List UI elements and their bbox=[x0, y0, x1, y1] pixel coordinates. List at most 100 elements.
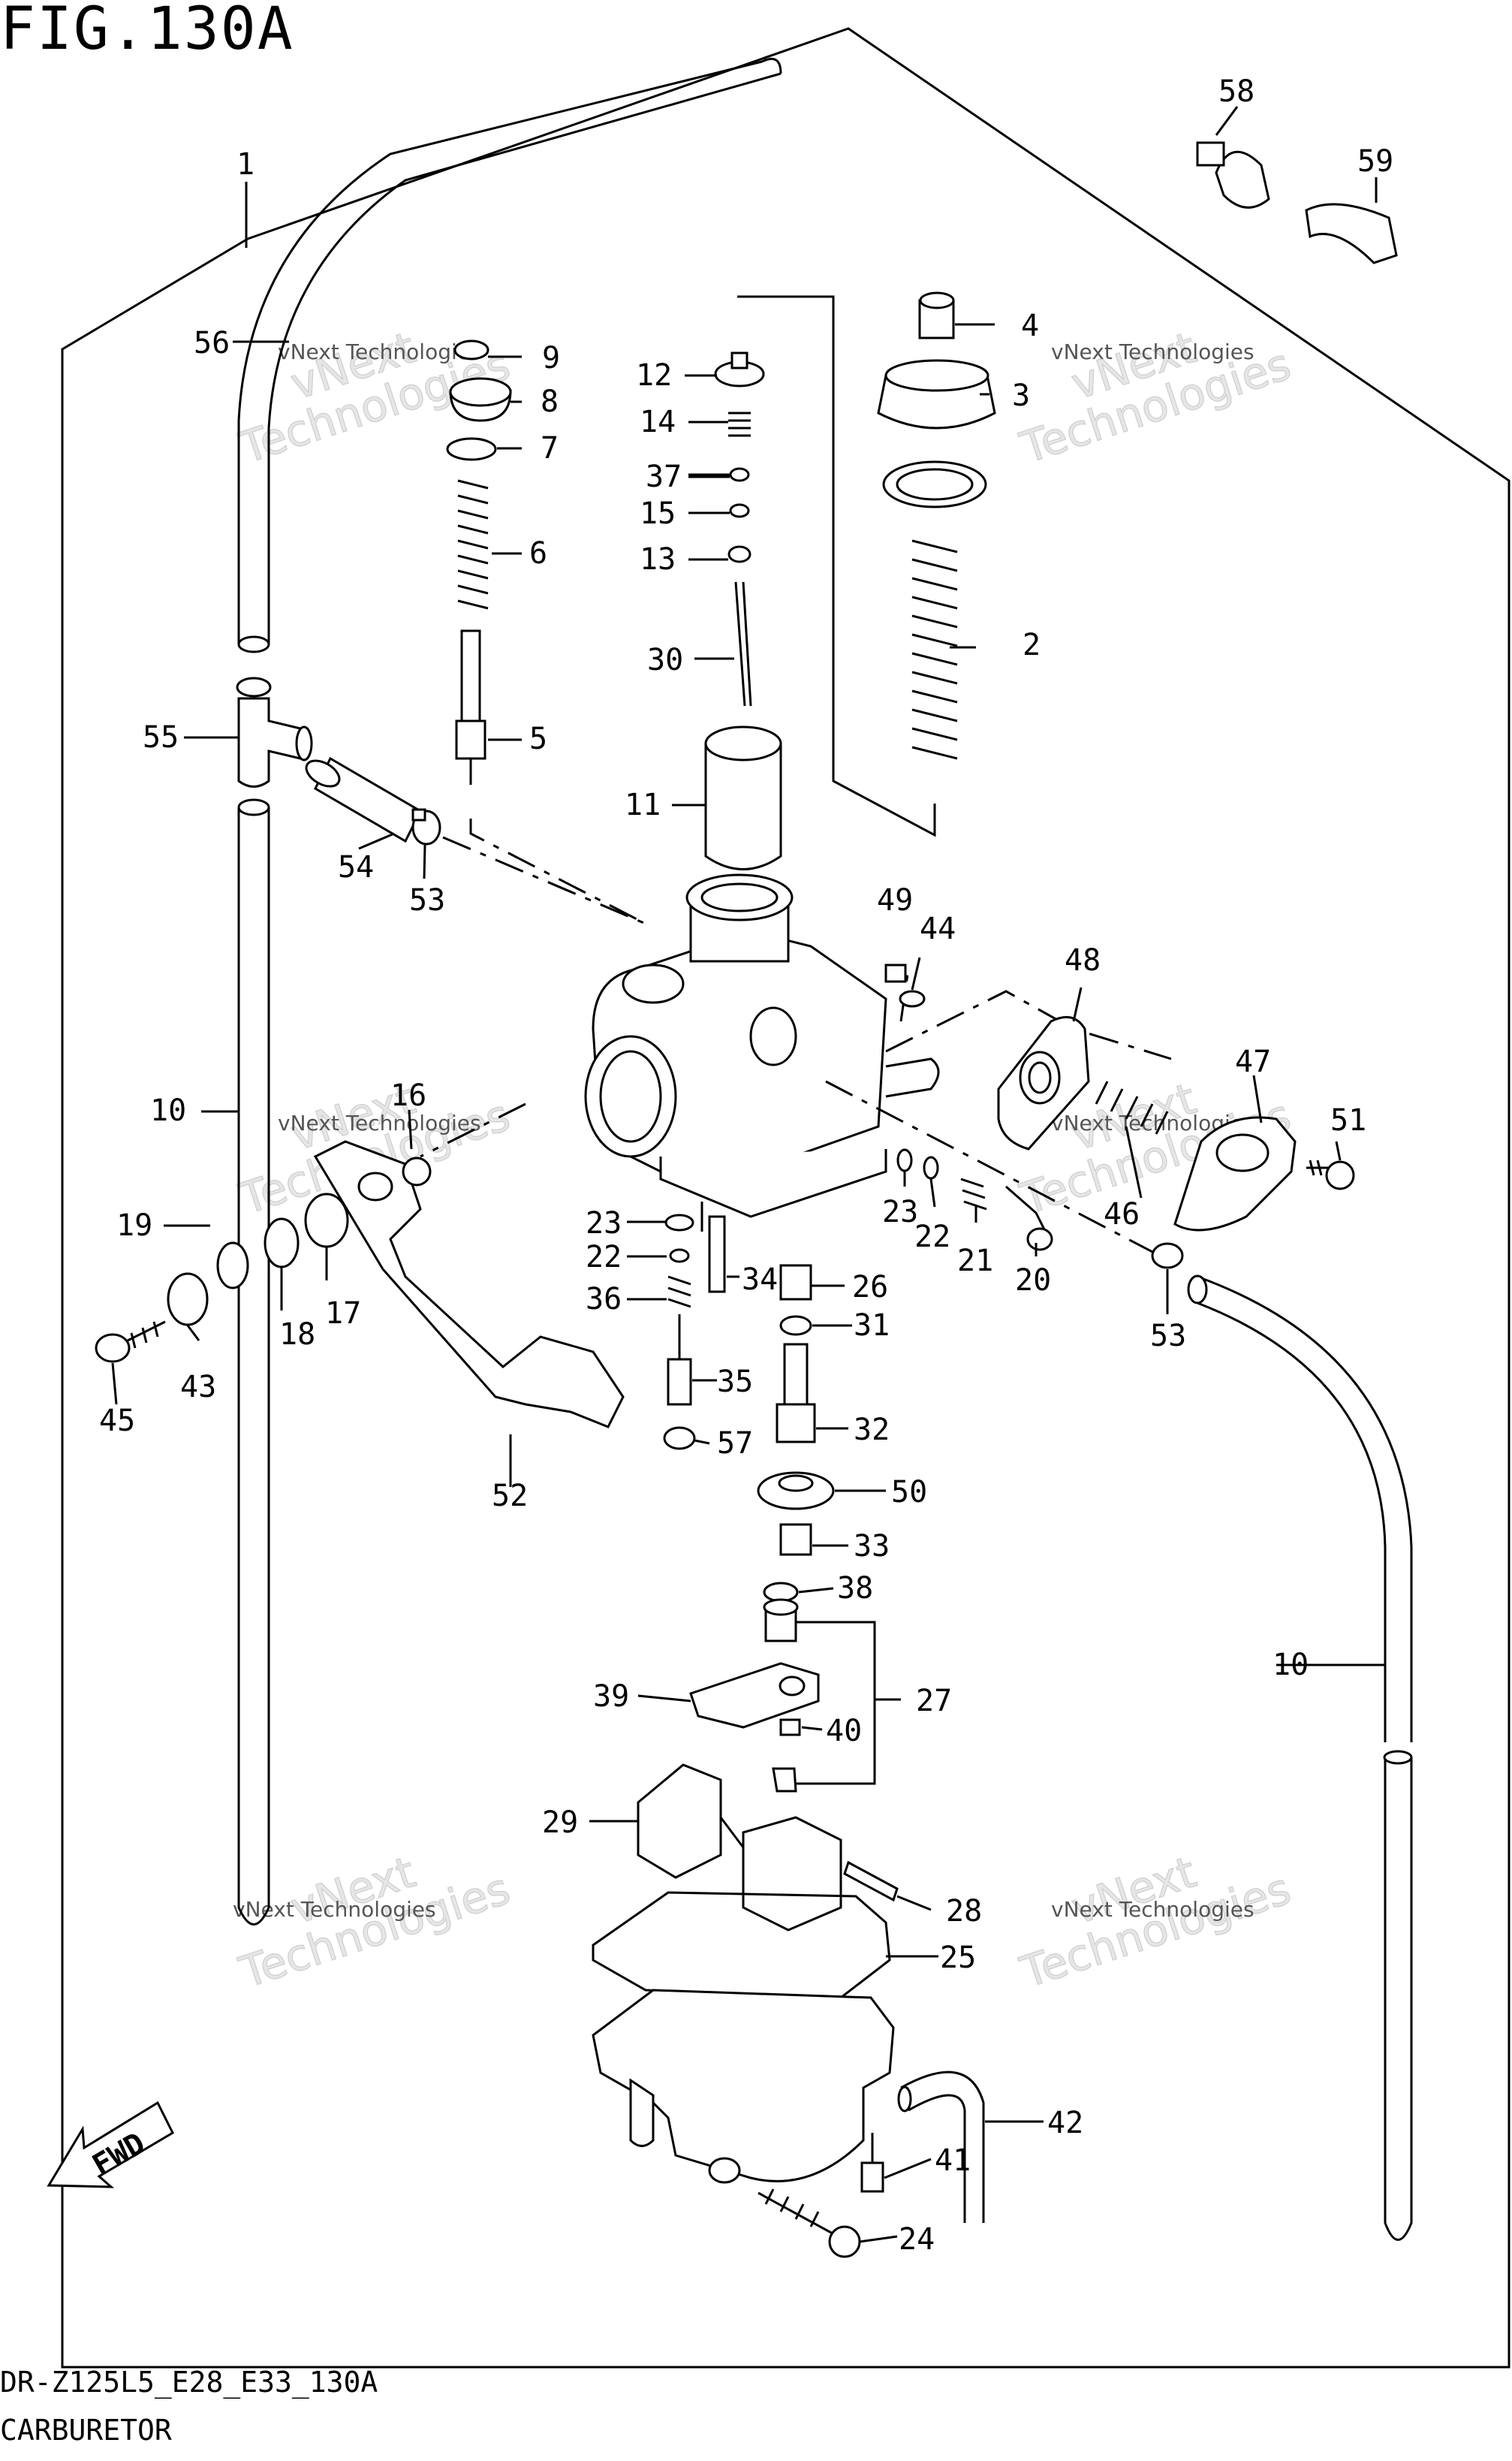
callout-label: 22 bbox=[586, 1240, 622, 1274]
callout-label: 7 bbox=[541, 431, 559, 466]
callout-label: 27 bbox=[916, 1684, 952, 1718]
callout-label: 11 bbox=[625, 788, 661, 822]
callout-label: 53 bbox=[409, 883, 445, 918]
callout-label: 48 bbox=[1065, 943, 1101, 978]
callout-label: 16 bbox=[390, 1078, 426, 1113]
callout-label: 2 bbox=[1023, 628, 1041, 662]
callout-label: 53 bbox=[1150, 1319, 1186, 1353]
callout-label: 36 bbox=[586, 1282, 622, 1316]
cover-47 bbox=[1173, 1116, 1297, 1232]
jet-assembly bbox=[663, 1214, 835, 1603]
callout-label: 12 bbox=[636, 358, 672, 393]
callout-label: 32 bbox=[854, 1413, 890, 1447]
callout-label: 58 bbox=[1218, 74, 1254, 109]
callout-label: 41 bbox=[935, 2143, 971, 2178]
carburetor-body bbox=[584, 873, 940, 1218]
watermark-small: vNext Technologies bbox=[278, 339, 481, 364]
callout-label: 4 bbox=[1021, 309, 1039, 343]
screw-49 bbox=[884, 964, 907, 983]
callout-label: 40 bbox=[826, 1714, 862, 1748]
needle-assembly bbox=[704, 351, 782, 870]
callout-label: 42 bbox=[1047, 2106, 1083, 2140]
callout-labels: 1 2 3 4 5 6 7 8 9 10 10 11 12 13 14 15 1… bbox=[99, 74, 1393, 2257]
callout-label: 57 bbox=[717, 1426, 753, 1461]
watermark-small: vNext Technologies bbox=[233, 1897, 436, 1922]
callout-label: 31 bbox=[854, 1308, 890, 1343]
callout-label: 52 bbox=[492, 1479, 528, 1513]
callout-label: 8 bbox=[541, 385, 559, 419]
clamp-53-right bbox=[1151, 1242, 1184, 1269]
figure-code: DR-Z125L5_E28_E33_130A bbox=[0, 2366, 378, 2399]
screw-45 bbox=[95, 1320, 166, 1363]
callout-label: 23 bbox=[586, 1206, 622, 1241]
callout-label: 51 bbox=[1330, 1103, 1366, 1138]
float-valve-assembly bbox=[689, 1598, 876, 1793]
hose-1 bbox=[237, 58, 782, 653]
float-29 bbox=[637, 1763, 842, 1932]
fwd-arrow-icon: FWD bbox=[47, 2101, 174, 2188]
callout-label: 55 bbox=[143, 720, 179, 755]
callout-label: 37 bbox=[646, 460, 682, 494]
top-cap-assembly bbox=[737, 291, 996, 837]
callout-label: 9 bbox=[542, 341, 560, 375]
watermark-small: vNext Technologies bbox=[1051, 1897, 1254, 1922]
callout-label: 23 bbox=[882, 1195, 918, 1229]
spring-46 bbox=[1095, 1081, 1169, 1135]
callout-label: 6 bbox=[529, 536, 547, 571]
callout-label: 10 bbox=[1273, 1648, 1309, 1682]
callout-label: 18 bbox=[279, 1317, 315, 1352]
clamp-59 bbox=[1305, 203, 1398, 264]
callout-label: 43 bbox=[180, 1370, 216, 1404]
hose-54 bbox=[305, 756, 422, 843]
pin-28 bbox=[843, 1860, 899, 1902]
callout-label: 20 bbox=[1015, 1263, 1051, 1298]
callout-label: 50 bbox=[891, 1475, 927, 1509]
watermark-small: vNext Technologies bbox=[1051, 339, 1254, 364]
callout-label: 10 bbox=[150, 1093, 186, 1128]
drain-hose-42 bbox=[897, 2070, 985, 2223]
dashed-leaders bbox=[420, 819, 1172, 1263]
callout-label: 26 bbox=[852, 1270, 888, 1304]
callout-label: 3 bbox=[1012, 378, 1030, 413]
callout-label: 54 bbox=[338, 850, 374, 885]
screw-41 bbox=[860, 2133, 884, 2193]
spring-44 bbox=[899, 990, 926, 1008]
callout-label: 14 bbox=[640, 405, 676, 439]
drain-screw-24 bbox=[758, 2188, 861, 2258]
diagram-boundary bbox=[61, 27, 1510, 2369]
clamp-58 bbox=[1196, 141, 1270, 209]
callout-label: 1 bbox=[236, 147, 255, 182]
figure-title: FIG.130A bbox=[0, 0, 294, 63]
callout-label: 29 bbox=[542, 1805, 578, 1840]
clamp-53 bbox=[411, 808, 441, 846]
callout-label: 13 bbox=[640, 542, 676, 577]
callout-label: 59 bbox=[1357, 144, 1393, 179]
callout-label: 15 bbox=[640, 496, 676, 531]
t-joint-55 bbox=[236, 677, 313, 788]
callout-label: 46 bbox=[1104, 1197, 1140, 1232]
callout-label: 34 bbox=[742, 1262, 778, 1297]
hose-10-right bbox=[1187, 1274, 1413, 2241]
watermark-small: vNext Technologies bbox=[278, 1111, 481, 1135]
gasket-25 bbox=[592, 1891, 891, 1999]
callout-label: 17 bbox=[325, 1296, 361, 1331]
callout-label: 47 bbox=[1235, 1045, 1271, 1079]
diaphragm-48 bbox=[997, 1015, 1090, 1151]
callout-label: 5 bbox=[529, 722, 547, 756]
figure-name: CARBURETOR bbox=[0, 2414, 172, 2447]
callout-label: 33 bbox=[854, 1529, 890, 1564]
callout-leaders bbox=[111, 106, 1385, 2243]
callout-label: 39 bbox=[593, 1679, 629, 1714]
callout-label: 49 bbox=[877, 883, 913, 918]
screw-51 bbox=[1306, 1160, 1355, 1190]
watermark: vNext Technologies bbox=[1014, 321, 1297, 474]
callout-label: 28 bbox=[946, 1894, 982, 1929]
pilot-plunger-assembly bbox=[446, 339, 512, 785]
callout-label: 44 bbox=[920, 912, 956, 946]
hose-10-left bbox=[237, 798, 270, 1926]
callout-label: 21 bbox=[957, 1244, 993, 1278]
callout-label: 38 bbox=[837, 1571, 873, 1606]
callout-label: 30 bbox=[647, 643, 683, 677]
callout-label: 22 bbox=[914, 1220, 950, 1254]
